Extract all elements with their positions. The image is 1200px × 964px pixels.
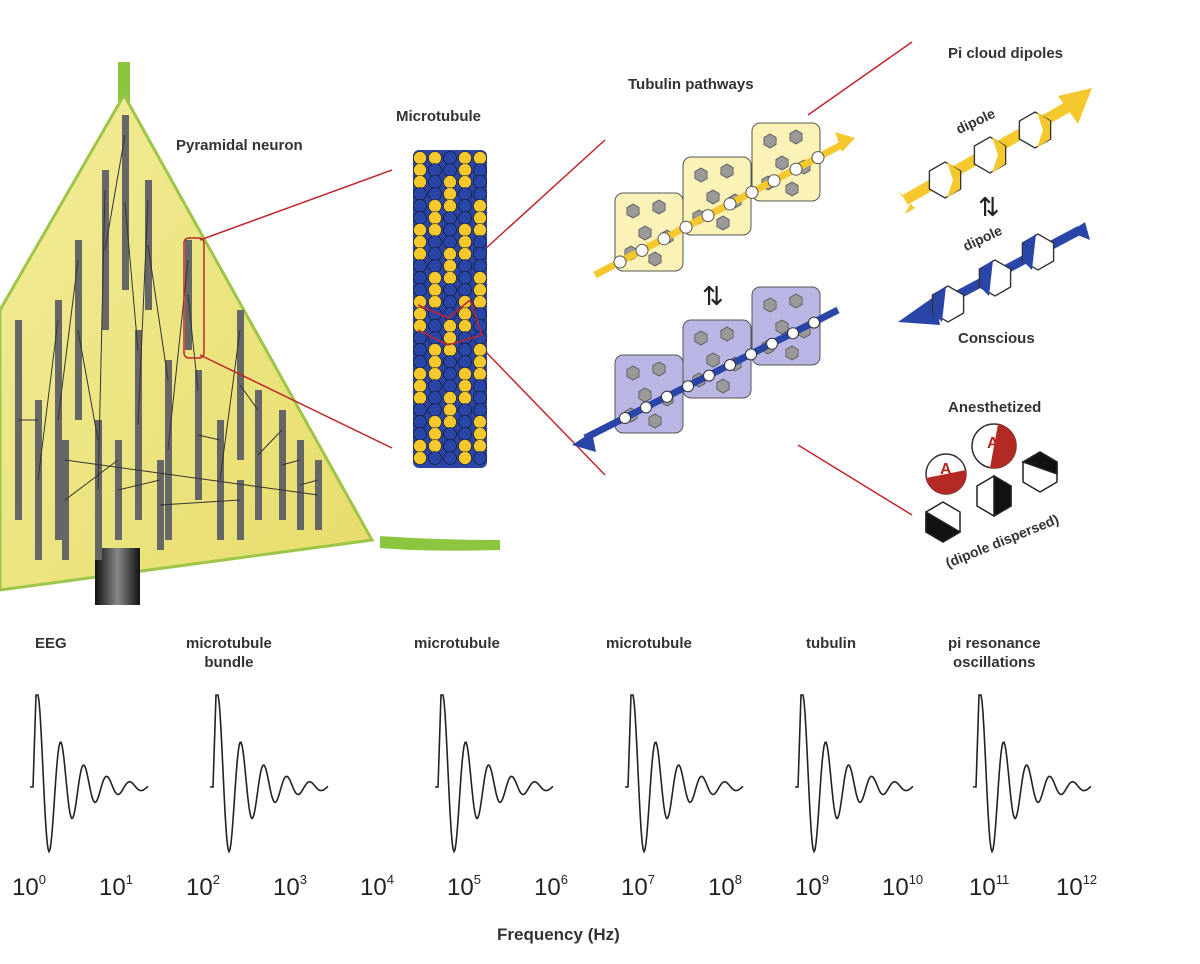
oscillation-label-line2: bundle — [204, 654, 254, 671]
oscillation-label: EEG — [35, 634, 67, 653]
tick-exponent: 2 — [212, 872, 220, 887]
frequency-tick: 109 — [795, 872, 829, 902]
frequency-tick: 100 — [12, 872, 46, 902]
pi-cloud-dipoles-label: Pi cloud dipoles — [948, 45, 1064, 62]
anesthetized-label: Anesthetized — [948, 399, 1042, 416]
microtubule-illustration — [413, 150, 487, 468]
oscillation-waveform-4 — [795, 694, 914, 854]
anesthetized-illustration: A A (dipole dispersed) — [925, 423, 1061, 571]
tick-base: 10 — [621, 874, 648, 901]
tick-exponent: 11 — [995, 872, 1010, 887]
tubulin-pathways-illustration: ⇅ — [572, 122, 855, 452]
oscillation-label-line1: pi resonance — [948, 635, 1041, 652]
tubulin-pathways-label: Tubulin pathways — [628, 76, 754, 93]
oscillation-label-line1: EEG — [35, 635, 67, 652]
frequency-tick: 1011 — [969, 872, 1009, 902]
tick-exponent: 3 — [299, 872, 307, 887]
zoom-lines — [199, 41, 913, 516]
pi-cloud-dipoles-illustration: ⇅ — [898, 88, 1092, 325]
frequency-tick: 103 — [273, 872, 307, 902]
pyramidal-neuron-label: Pyramidal neuron — [176, 137, 303, 154]
anesthetic-marker-2: A — [987, 435, 999, 452]
tick-exponent: 1 — [125, 872, 133, 887]
tick-base: 10 — [99, 874, 126, 901]
anesthetic-marker-1: A — [940, 461, 952, 478]
tick-base: 10 — [360, 874, 387, 901]
oscillation-waveform-1 — [210, 694, 329, 854]
oscillation-waveform-0 — [30, 694, 149, 854]
oscillation-label: tubulin — [806, 634, 856, 653]
oscillation-waveform-3 — [625, 694, 744, 854]
oscillation-label: microtubule bundle — [186, 634, 272, 672]
tick-exponent: 10 — [908, 872, 924, 887]
frequency-tick: 107 — [621, 872, 655, 902]
pyramidal-neuron — [0, 62, 500, 605]
tick-base: 10 — [186, 874, 213, 901]
conscious-label: Conscious — [958, 330, 1035, 347]
tick-base: 10 — [795, 874, 822, 901]
frequency-tick: 105 — [447, 872, 481, 902]
tick-base: 10 — [708, 874, 735, 901]
tick-exponent: 6 — [560, 872, 568, 887]
tick-base: 10 — [273, 874, 300, 901]
oscillation-label: microtubule — [414, 634, 500, 653]
frequency-tick: 106 — [534, 872, 568, 902]
tick-exponent: 0 — [38, 872, 46, 887]
oscillation-label-line1: microtubule — [606, 635, 692, 652]
frequency-axis-label: Frequency (Hz) — [497, 925, 620, 944]
tick-exponent: 8 — [734, 872, 742, 887]
oscillation-label-line1: microtubule — [414, 635, 500, 652]
tick-base: 10 — [447, 874, 474, 901]
frequency-tick: 102 — [186, 872, 220, 902]
tick-exponent: 5 — [473, 872, 481, 887]
tick-base: 10 — [882, 874, 909, 901]
dipole-dispersed-label: (dipole dispersed) — [943, 511, 1061, 571]
exchange-arrows-icon: ⇅ — [978, 193, 1000, 223]
tick-exponent: 4 — [386, 872, 394, 887]
frequency-tick: 108 — [708, 872, 742, 902]
tick-exponent: 9 — [821, 872, 829, 887]
frequency-tick: 101 — [99, 872, 133, 902]
microtubule-label: Microtubule — [396, 108, 481, 125]
frequency-tick: 1010 — [882, 872, 923, 902]
tick-base: 10 — [1056, 874, 1083, 901]
oscillation-waveform-5 — [973, 694, 1092, 854]
tick-exponent: 12 — [1082, 872, 1098, 887]
frequency-tick: 104 — [360, 872, 394, 902]
tick-base: 10 — [12, 874, 39, 901]
frequency-tick: 1012 — [1056, 872, 1097, 902]
oscillation-label: microtubule — [606, 634, 692, 653]
tick-exponent: 7 — [647, 872, 655, 887]
oscillation-label-line1: tubulin — [806, 635, 856, 652]
tick-base: 10 — [969, 874, 996, 901]
oscillation-label: pi resonance oscillations — [948, 634, 1041, 672]
oscillation-label-line1: microtubule — [186, 635, 272, 652]
oscillation-label-line2: oscillations — [953, 654, 1036, 671]
oscillation-waveform-2 — [435, 694, 554, 854]
exchange-arrows-icon: ⇅ — [702, 282, 724, 312]
tick-base: 10 — [534, 874, 561, 901]
